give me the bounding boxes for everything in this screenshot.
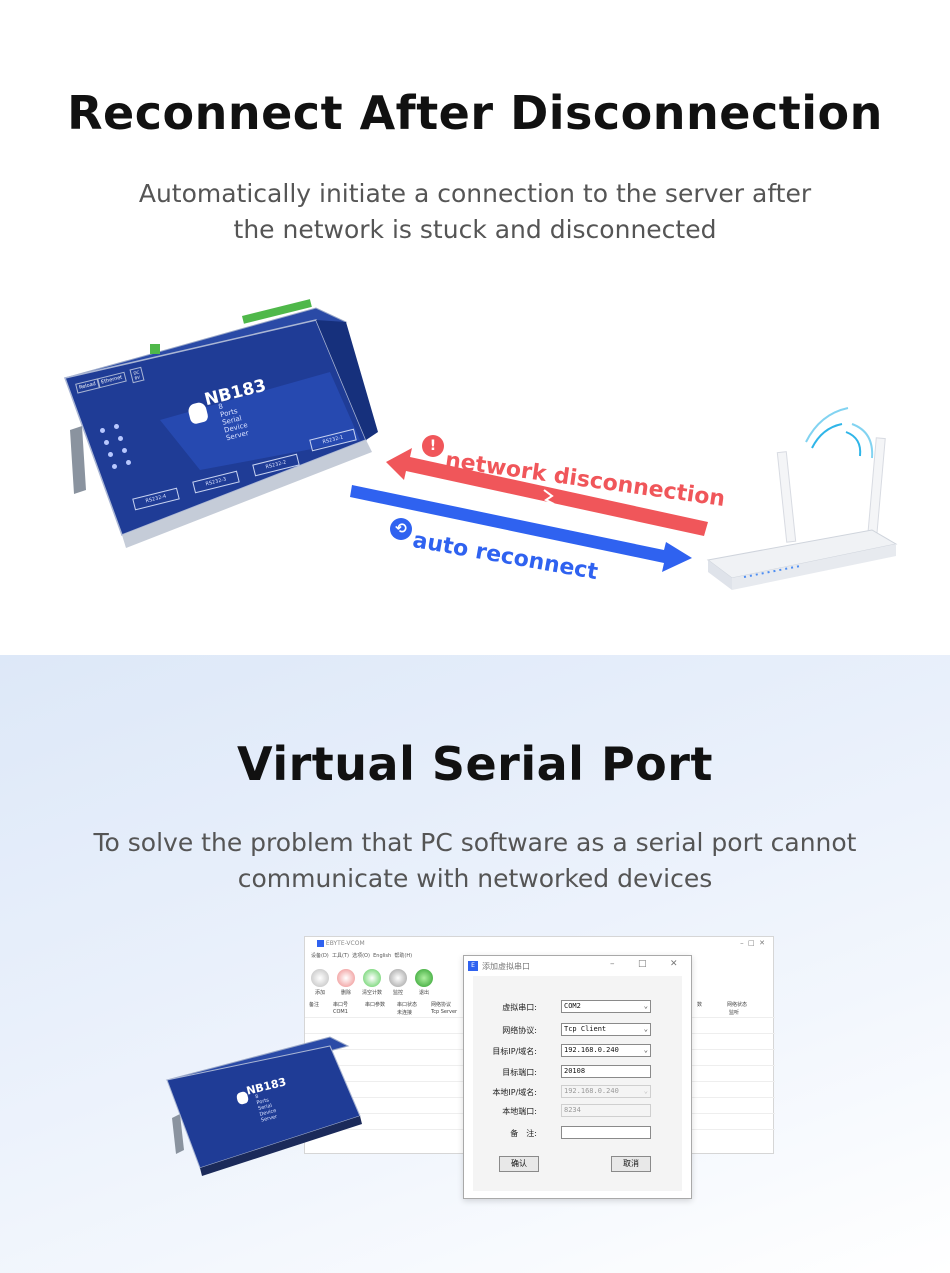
chevron-down-icon: ⌄: [643, 1087, 648, 1095]
cancel-button[interactable]: 取消: [611, 1156, 651, 1172]
chevron-down-icon: ⌄: [643, 1046, 648, 1054]
status-led: [118, 436, 123, 441]
local-ip-value: 192.168.0.240: [564, 1087, 619, 1095]
alert-icon: !: [422, 435, 444, 457]
toolbar-exit-label: 退出: [418, 990, 429, 996]
minimize-icon[interactable]: –: [610, 959, 615, 969]
row-status[interactable]: 未连接: [397, 1010, 413, 1016]
status-led: [104, 440, 109, 445]
status-led: [100, 428, 105, 433]
menu-device[interactable]: 设备(D): [311, 953, 329, 959]
status-led: [108, 452, 113, 457]
virtual-port-select[interactable]: COM2 ⌄: [561, 1000, 651, 1013]
reconnect-section: Reconnect After Disconnection Automatica…: [63, 86, 898, 590]
link-icon: ⟲: [390, 518, 412, 540]
col-port: 串口号: [333, 1002, 349, 1008]
close-icon[interactable]: ✕: [670, 959, 678, 969]
protocol-value: Tcp Client: [564, 1025, 607, 1033]
confirm-button[interactable]: 确认: [499, 1156, 539, 1172]
window-controls[interactable]: – □ ✕: [740, 939, 765, 947]
device-server-drawing: [63, 299, 378, 548]
menu-tools[interactable]: 工具(T): [331, 953, 349, 959]
section-subtitle-line2: communicate with networked devices: [237, 864, 713, 893]
section-title: Virtual Serial Port: [237, 737, 713, 791]
local-port-value: 8234: [564, 1106, 581, 1114]
virtual-port-label: 虚拟串口:: [502, 1003, 537, 1012]
add-icon[interactable]: [311, 969, 329, 987]
chevron-down-icon: ⌄: [643, 1025, 648, 1033]
row-port[interactable]: COM1: [333, 1009, 348, 1015]
menu-english[interactable]: English: [373, 953, 392, 959]
app-title: EBYTE-VCOM: [325, 940, 365, 947]
section-subtitle-line1: To solve the problem that PC software as…: [93, 828, 857, 857]
col-net-status: 网络状态: [727, 1002, 748, 1008]
exit-icon[interactable]: [415, 969, 433, 987]
col-protocol: 网络协议: [431, 1002, 452, 1008]
target-ip-value: 192.168.0.240: [564, 1046, 619, 1054]
target-port-input[interactable]: 20108: [561, 1065, 651, 1078]
protocol-select[interactable]: Tcp Client ⌄: [561, 1023, 651, 1036]
status-led: [112, 464, 117, 469]
status-led: [114, 424, 119, 429]
app-logo-icon: [317, 940, 324, 947]
row-net-status[interactable]: 监听: [729, 1010, 740, 1016]
toolbar-monitor-label: 监控: [392, 990, 403, 996]
maximize-icon[interactable]: □: [638, 959, 647, 969]
target-port-label: 目标端口:: [502, 1068, 537, 1077]
connection-arrows: [350, 407, 898, 590]
menu-bar: 设备(D) 工具(T) 选项(O) English 帮助(H): [305, 951, 773, 961]
local-ip-select: 192.168.0.240 ⌄: [561, 1085, 651, 1098]
section-subtitle-line1: Automatically initiate a connection to t…: [138, 179, 812, 208]
col-note: 备注: [309, 1002, 320, 1008]
status-led: [122, 448, 127, 453]
toolbar-clear-label: 清空计数: [361, 990, 382, 996]
dialog-titlebar: E 添加虚拟串口 – □ ✕: [464, 956, 691, 976]
local-ip-label: 本地IP/域名:: [492, 1088, 537, 1097]
toolbar-add-label: 添加: [314, 990, 325, 996]
note-label: 备 注:: [510, 1129, 537, 1138]
local-port-label: 本地端口:: [502, 1107, 537, 1116]
menu-options[interactable]: 选项(O): [352, 953, 370, 959]
virtual-port-value: COM2: [564, 1002, 581, 1010]
col-params: 串口参数: [365, 1002, 386, 1008]
section-title: Reconnect After Disconnection: [67, 86, 883, 140]
break-bolt-icon: [543, 489, 555, 505]
toolbar-delete-label: 删除: [340, 990, 351, 996]
status-led: [126, 460, 131, 465]
window-titlebar: EBYTE-VCOM – □ ✕: [305, 937, 773, 951]
dialog-title: 添加虚拟串口: [482, 962, 530, 971]
monitor-icon[interactable]: [389, 969, 407, 987]
note-input[interactable]: [561, 1126, 651, 1139]
app-logo-icon: E: [468, 961, 478, 971]
clear-count-icon[interactable]: [363, 969, 381, 987]
section-subtitle-line2: the network is stuck and disconnected: [233, 215, 717, 244]
delete-icon[interactable]: [337, 969, 355, 987]
reconnect-arrow-icon: [350, 485, 692, 572]
menu-help[interactable]: 帮助(H): [394, 953, 413, 959]
row-protocol[interactable]: Tcp Server: [431, 1009, 458, 1015]
target-ip-label: 目标IP/域名:: [492, 1047, 537, 1056]
target-ip-select[interactable]: 192.168.0.240 ⌄: [561, 1044, 651, 1057]
protocol-label: 网络协议:: [502, 1026, 537, 1035]
local-port-input: 8234: [561, 1104, 651, 1117]
chevron-down-icon: ⌄: [643, 1002, 648, 1010]
target-port-value: 20108: [564, 1067, 586, 1075]
col-count: 数: [697, 1002, 703, 1008]
col-status: 串口状态: [397, 1002, 418, 1008]
